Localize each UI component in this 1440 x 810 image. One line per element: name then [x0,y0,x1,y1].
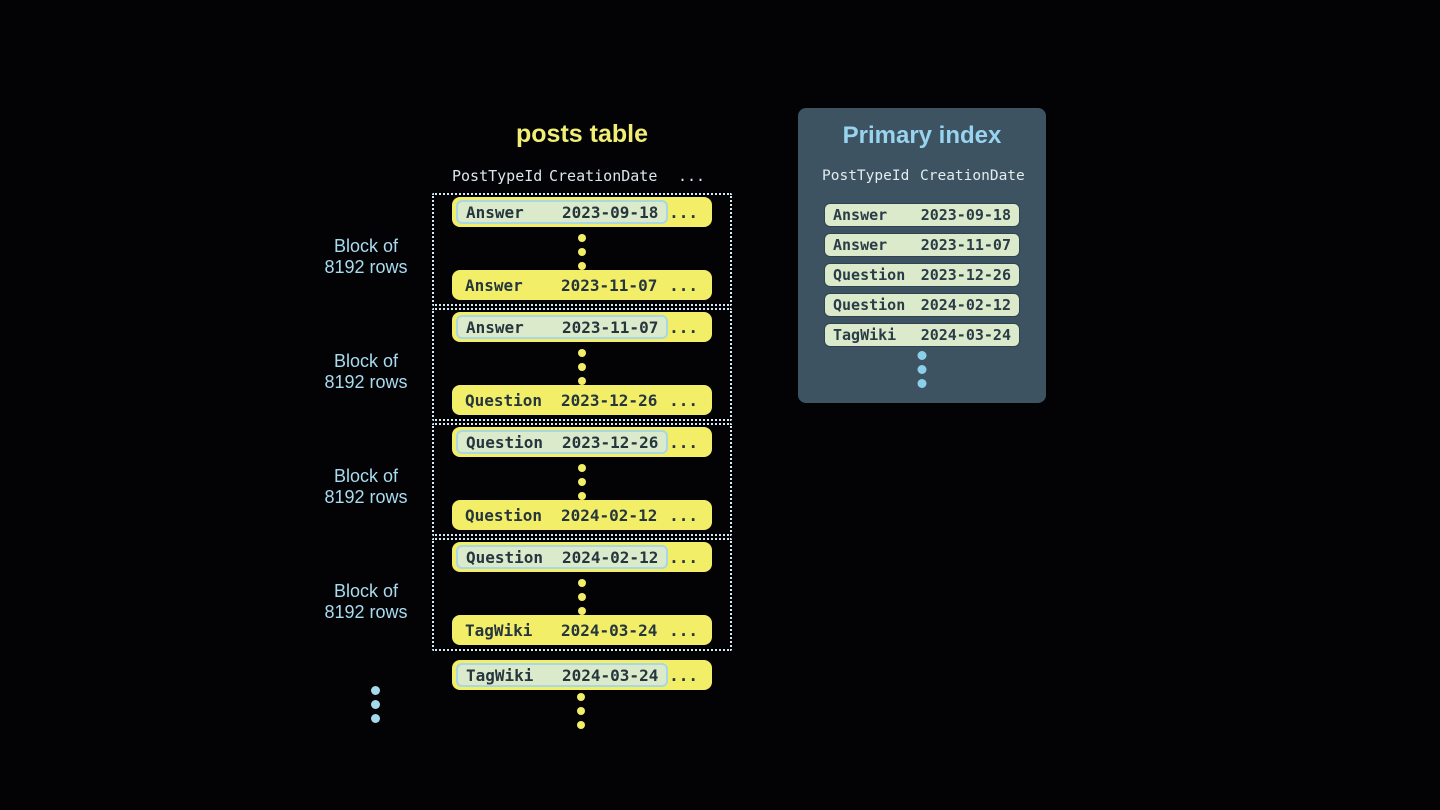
block-label-line2: 8192 rows [324,372,408,392]
row-continuation-dots [434,579,730,615]
table-row-last: TagWiki 2024-03-24 ... [452,615,712,645]
posttypeid-value: Answer [465,275,523,295]
posttypeid-value: Answer [466,202,524,222]
posttypeid-value: TagWiki [833,326,897,344]
creationdate-value: 2023-11-07 [562,317,659,337]
posts-table-title: posts table [516,120,648,148]
row-block-2: Answer 2023-11-07 ... Question 2023-12-26 … [432,308,732,421]
row-block-3: Question 2023-12-26 ... Question 2024-02-1… [432,423,732,536]
table-row-last: Answer 2023-11-07 ... [452,270,712,300]
posttypeid-value: Question [465,505,543,525]
row-continuation-dots [434,464,730,500]
blocks-continuation-dots [371,686,380,723]
posttypeid-value: Question [833,296,906,314]
posts-table-blocks: Answer 2023-09-18 ... Answer 2023-11-07 ..… [432,193,732,653]
creationdate-value: 2023-11-07 [561,275,658,295]
table-row-last: Question 2023-12-26 ... [452,385,712,415]
block-label-2: Block of 8192 rows [306,351,426,393]
indexed-row-highlight: Question 2023-12-26 [456,430,669,454]
row-ellipsis: ... [669,505,698,525]
index-continuation-dots [917,351,927,388]
row-ellipsis: ... [669,390,698,410]
block-label-line2: 8192 rows [324,487,408,507]
creationdate-value: 2023-12-26 [561,390,658,410]
posttypeid-value: Answer [833,206,888,224]
column-header-creationdate: CreationDate [920,168,1025,184]
column-header-posttypeid: PostTypeId [822,168,910,184]
index-entry: Answer 2023-09-18 [824,203,1020,227]
rows-continuation-dots [577,693,585,729]
row-ellipsis: ... [669,275,698,295]
indexed-row-highlight: Question 2024-02-12 [456,545,669,569]
primary-index-rows: Answer 2023-09-18 Answer 2023-11-07 Ques… [824,203,1020,353]
primary-index-title: Primary index [842,122,1002,149]
column-header-ellipsis: ... [678,167,706,185]
creationdate-value: 2024-03-24 [561,620,658,640]
row-ellipsis: ... [669,547,698,567]
table-row-last: Question 2024-02-12 ... [452,500,712,530]
row-continuation-dots [434,349,730,385]
table-row-overflow: TagWiki 2024-03-24 ... [452,660,712,690]
posttypeid-value: TagWiki [466,665,534,685]
table-row-first: Question 2024-02-12 ... [452,542,712,572]
creationdate-value: 2024-02-12 [561,505,658,525]
row-continuation-dots [434,234,730,270]
indexed-row-highlight: Answer 2023-11-07 [456,315,669,339]
table-row-first: Answer 2023-11-07 ... [452,312,712,342]
posttypeid-value: Answer [466,317,524,337]
table-row-first: Answer 2023-09-18 ... [452,197,712,227]
posttypeid-value: Question [466,547,544,567]
creationdate-value: 2023-12-26 [920,266,1011,284]
block-label-line1: Block of [333,466,399,486]
creationdate-value: 2023-11-07 [920,236,1011,254]
index-entry: TagWiki 2024-03-24 [824,323,1020,347]
posttypeid-value: Answer [833,236,888,254]
block-label-line1: Block of [333,236,399,256]
row-ellipsis: ... [669,620,698,640]
block-label-line2: 8192 rows [324,602,408,622]
creationdate-value: 2023-09-18 [562,202,659,222]
primary-index-panel: Primary index PostTypeId CreationDate An… [798,108,1046,403]
posts-table-column-headers: PostTypeId CreationDate ... [452,167,732,185]
table-row-first: Question 2023-12-26 ... [452,427,712,457]
row-block-4: Question 2024-02-12 ... TagWiki 2024-03-24… [432,538,732,651]
posttypeid-value: Question [833,266,906,284]
column-header-posttypeid: PostTypeId [452,167,543,185]
row-ellipsis: ... [669,665,698,685]
creationdate-value: 2024-03-24 [920,326,1011,344]
creationdate-value: 2024-02-12 [920,296,1011,314]
block-label-line1: Block of [333,581,399,601]
primary-index-column-headers: PostTypeId CreationDate [798,168,1046,186]
creationdate-value: 2023-09-18 [920,206,1011,224]
block-label-line1: Block of [333,351,399,371]
posttypeid-value: Question [465,390,543,410]
row-ellipsis: ... [669,317,698,337]
block-label-1: Block of 8192 rows [306,236,426,278]
indexed-row-highlight: Answer 2023-09-18 [456,200,669,224]
row-block-1: Answer 2023-09-18 ... Answer 2023-11-07 ..… [432,193,732,306]
indexed-row-highlight: TagWiki 2024-03-24 [456,663,669,687]
row-ellipsis: ... [669,202,698,222]
creationdate-value: 2023-12-26 [562,432,659,452]
block-label-3: Block of 8192 rows [306,466,426,508]
posttypeid-value: TagWiki [465,620,533,640]
creationdate-value: 2024-03-24 [562,665,659,685]
creationdate-value: 2024-02-12 [562,547,659,567]
block-label-line2: 8192 rows [324,257,408,277]
index-entry: Question 2024-02-12 [824,293,1020,317]
column-header-creationdate: CreationDate [549,167,658,185]
posttypeid-value: Question [466,432,544,452]
block-label-4: Block of 8192 rows [306,581,426,623]
index-entry: Answer 2023-11-07 [824,233,1020,257]
index-entry: Question 2023-12-26 [824,263,1020,287]
row-ellipsis: ... [669,432,698,452]
